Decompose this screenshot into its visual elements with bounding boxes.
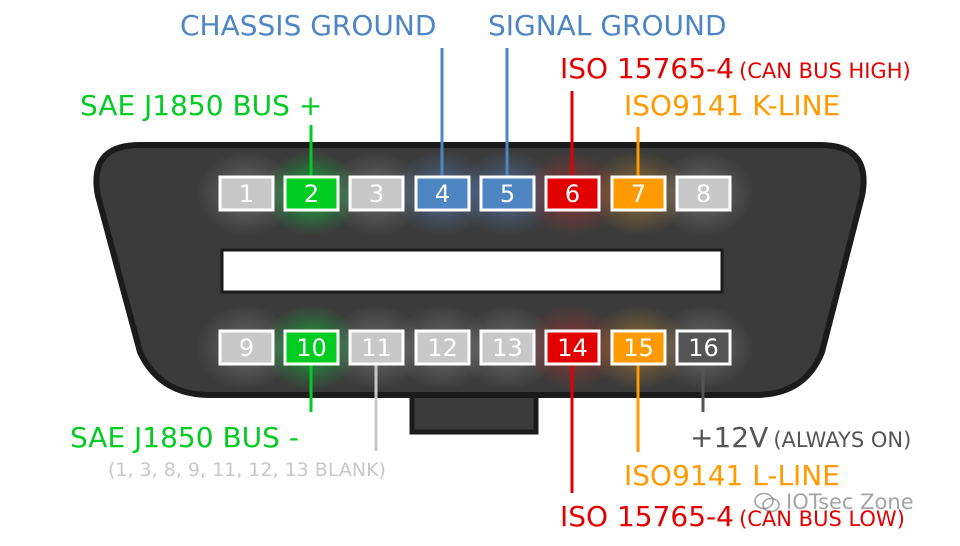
j1850-minus-label: SAE J1850 BUS - xyxy=(70,421,299,454)
pin-number-1: 1 xyxy=(239,180,254,208)
pin-number-11: 11 xyxy=(361,334,392,362)
pin-number-7: 7 xyxy=(631,180,646,208)
pin-number-8: 8 xyxy=(696,180,711,208)
blank-pins-note: (1, 3, 8, 9, 11, 12, 13 BLANK) xyxy=(108,459,386,481)
leader-lines xyxy=(309,48,705,493)
chat-bubble-icon xyxy=(754,492,780,513)
pin-12 xyxy=(414,329,471,366)
pin-10 xyxy=(283,329,340,366)
kline-label: ISO9141 K-LINE xyxy=(624,89,841,122)
lline-label: ISO9141 L-LINE xyxy=(624,459,840,492)
pin-2 xyxy=(283,175,340,212)
v12-label: +12V (ALWAYS ON) xyxy=(690,421,912,454)
pin-number-16: 16 xyxy=(688,334,719,362)
pin-9 xyxy=(218,329,275,366)
pin-number-6: 6 xyxy=(565,180,580,208)
can-high-label: ISO 15765-4 (CAN BUS HIGH) xyxy=(560,52,911,85)
pin-number-13: 13 xyxy=(492,334,523,362)
j1850-plus-label: SAE J1850 BUS + xyxy=(80,89,323,122)
pin-3 xyxy=(348,175,405,212)
pin-4 xyxy=(414,175,471,212)
pin-1 xyxy=(218,175,275,212)
pin-number-3: 3 xyxy=(369,180,384,208)
pin-14 xyxy=(544,329,601,366)
watermark: IOTsec Zone xyxy=(754,492,914,514)
pin-number-12: 12 xyxy=(427,334,458,362)
pin-6 xyxy=(544,175,601,212)
pin-number-4: 4 xyxy=(435,180,450,208)
can-low-label: ISO 15765-4 (CAN BUS LOW) xyxy=(560,500,905,533)
pin-number-14: 14 xyxy=(557,334,588,362)
pin-8 xyxy=(675,175,732,212)
pin-number-9: 9 xyxy=(239,334,254,362)
pin-number-15: 15 xyxy=(623,334,654,362)
pin-number-2: 2 xyxy=(304,180,319,208)
pin-number-10: 10 xyxy=(296,334,327,362)
pin-7 xyxy=(610,175,667,212)
pin-15 xyxy=(610,329,667,366)
pin-11 xyxy=(348,329,405,366)
pin-13 xyxy=(479,329,536,366)
center-slot xyxy=(220,248,724,294)
chassis-ground-label: CHASSIS GROUND xyxy=(180,9,437,42)
pin-number-5: 5 xyxy=(500,180,515,208)
pin-16 xyxy=(675,329,732,366)
signal-ground-label: SIGNAL GROUND xyxy=(488,9,727,42)
pin-5 xyxy=(479,175,536,212)
